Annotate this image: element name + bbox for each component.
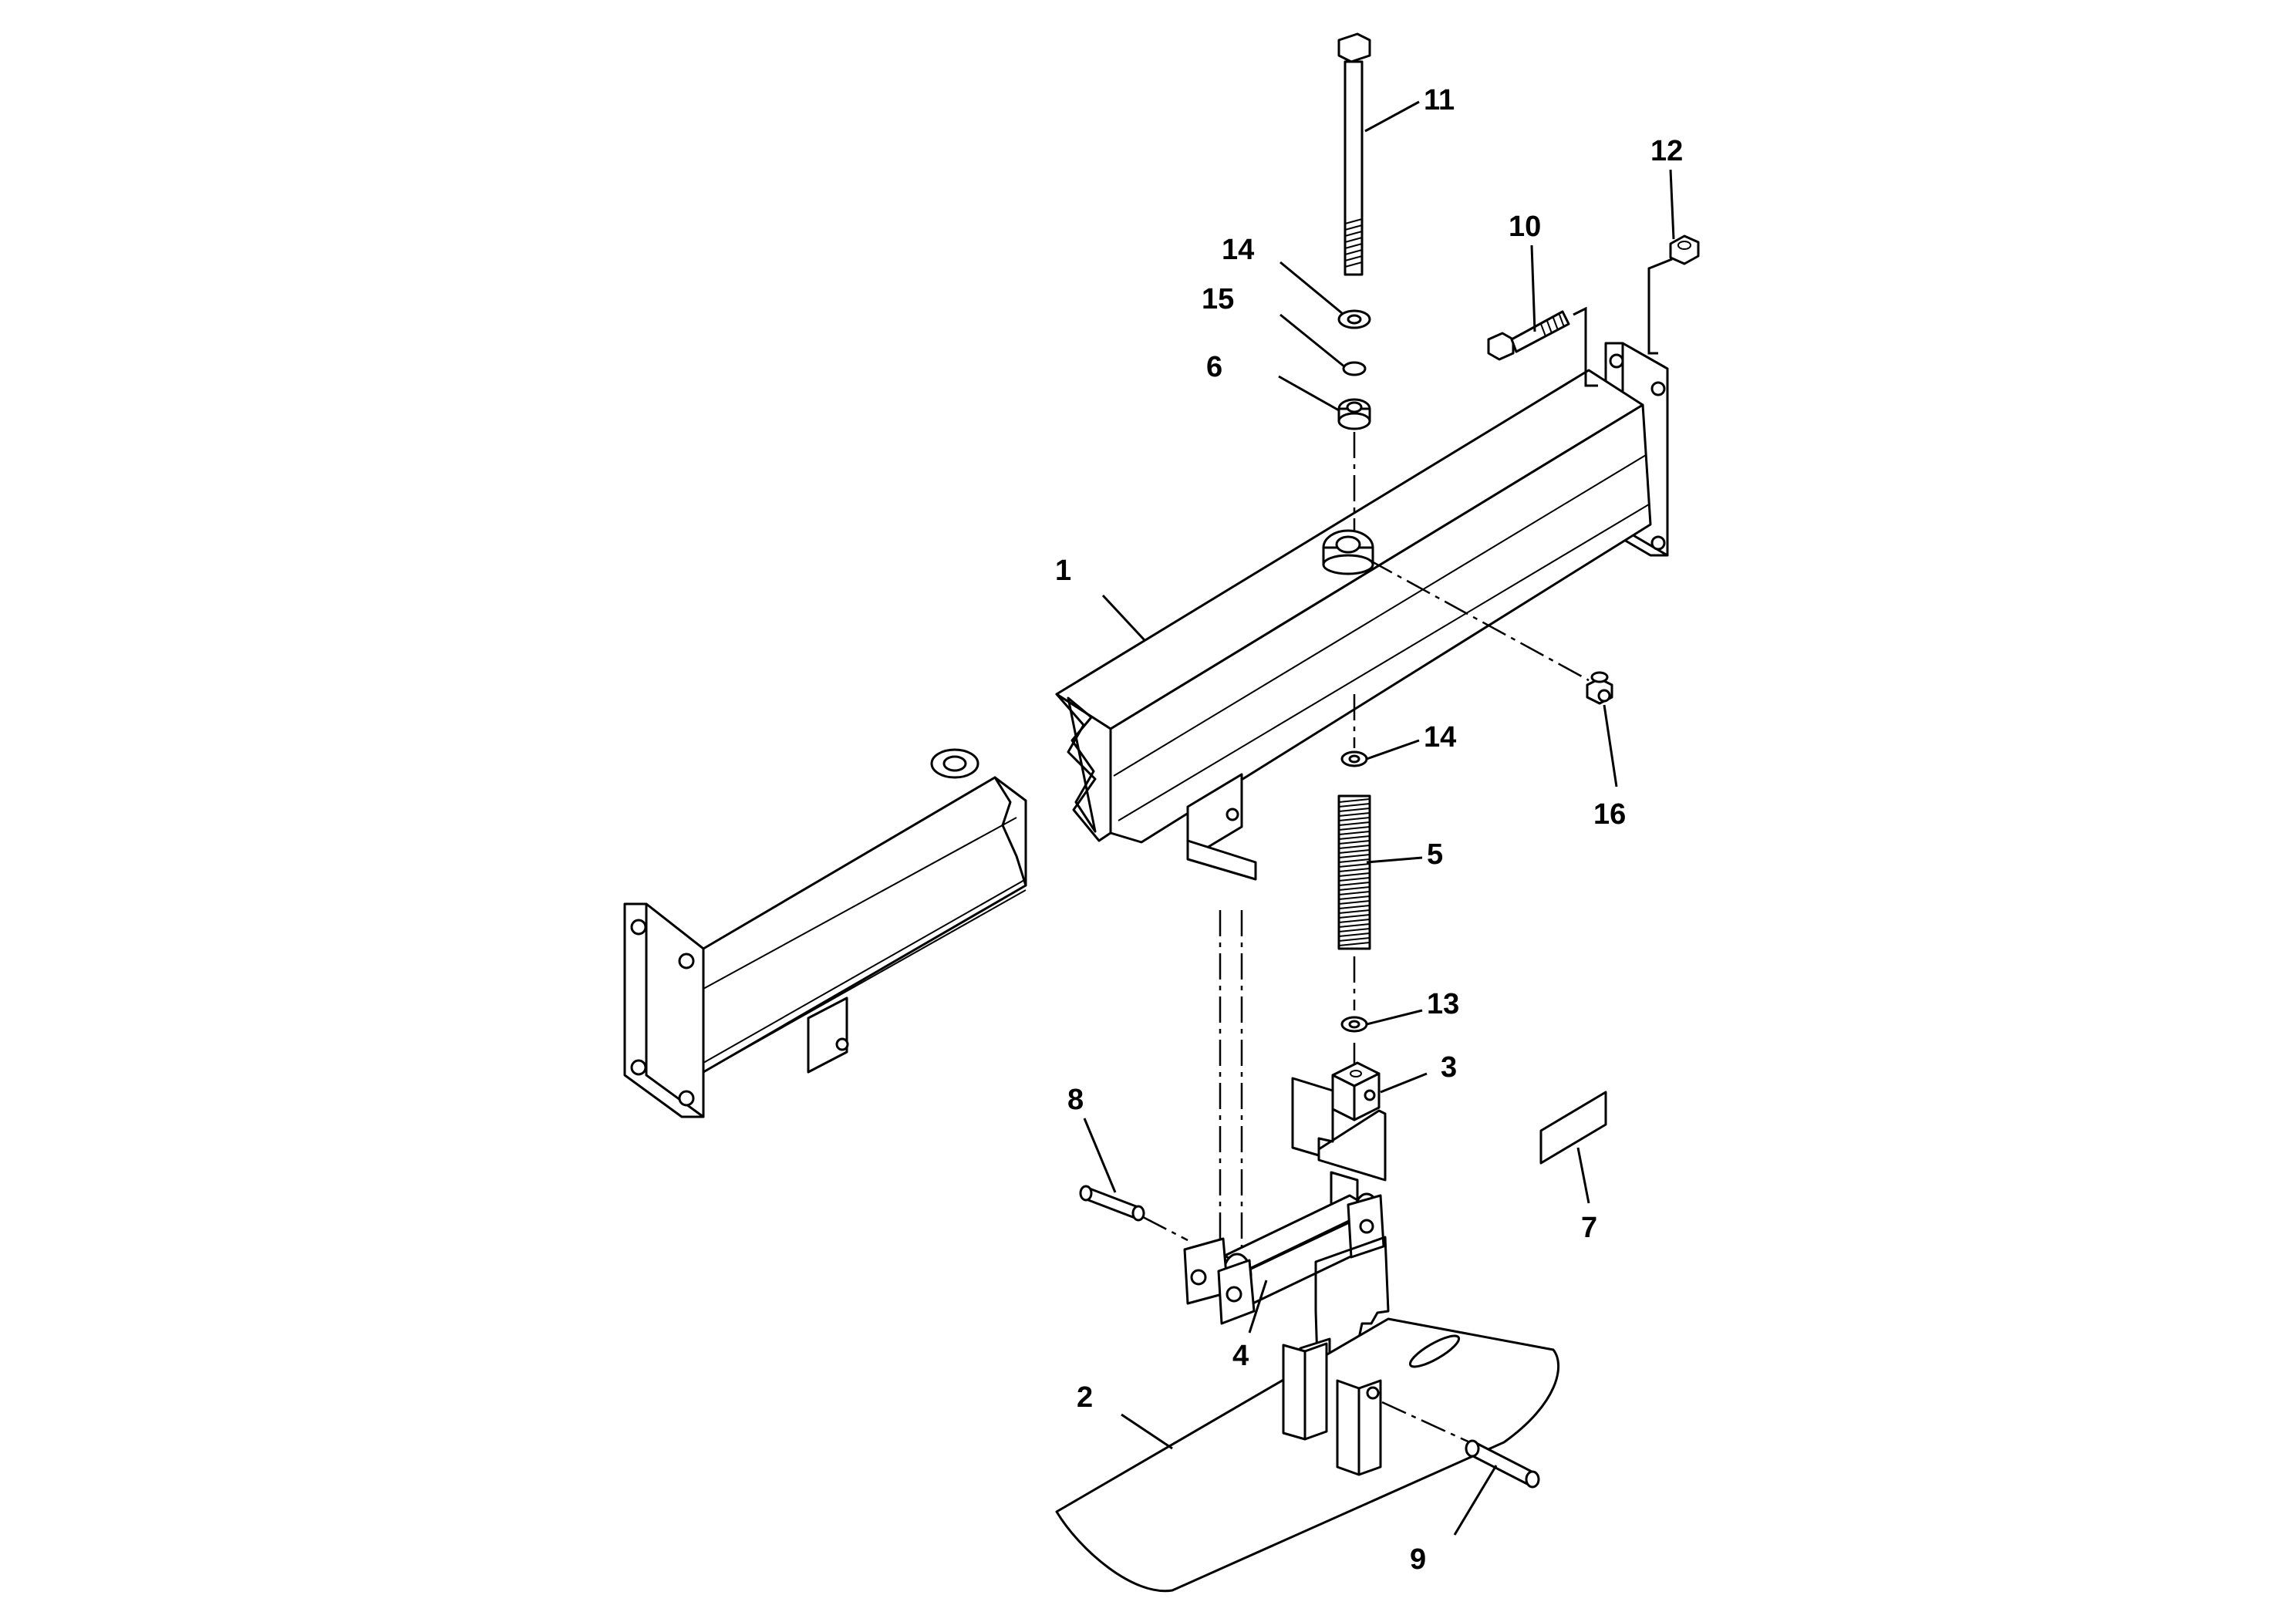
spring bbox=[1337, 794, 1371, 950]
spring-coil bbox=[1338, 803, 1371, 808]
spring-coil bbox=[1338, 812, 1371, 817]
callout-14-upper: 14 bbox=[1222, 234, 1254, 266]
callout-13: 13 bbox=[1427, 988, 1459, 1020]
decal bbox=[1539, 1091, 1607, 1165]
leader-lines bbox=[1083, 100, 1675, 1536]
spring-coil bbox=[1338, 798, 1371, 803]
spring-coil bbox=[1338, 835, 1371, 840]
spring-coil bbox=[1338, 909, 1371, 914]
nut bbox=[1337, 398, 1371, 430]
spring-coil bbox=[1338, 817, 1371, 821]
spring-coil bbox=[1338, 845, 1371, 849]
spring-coil bbox=[1338, 923, 1371, 928]
spring-coil bbox=[1338, 882, 1371, 886]
pin-9 bbox=[1465, 1439, 1540, 1489]
callout-12: 12 bbox=[1650, 135, 1683, 167]
spring-coil bbox=[1338, 937, 1371, 942]
spring-coil bbox=[1338, 826, 1371, 831]
pin-8 bbox=[1079, 1185, 1145, 1222]
shoe bbox=[1055, 1317, 1560, 1593]
side-bolt bbox=[1487, 310, 1570, 361]
spring-coil bbox=[1338, 872, 1371, 877]
callout-1: 1 bbox=[1055, 555, 1071, 587]
spring-coil bbox=[1338, 928, 1371, 932]
long-bolt bbox=[1337, 32, 1371, 276]
spring-coil bbox=[1338, 914, 1371, 919]
spring-coil bbox=[1338, 905, 1371, 909]
callout-7: 7 bbox=[1581, 1212, 1597, 1244]
upper-washer bbox=[1337, 309, 1371, 329]
spring-coil bbox=[1338, 840, 1371, 845]
spring-coil bbox=[1338, 895, 1371, 900]
spring-coil bbox=[1338, 858, 1371, 863]
spring-coil bbox=[1338, 808, 1371, 812]
spring-coil bbox=[1338, 942, 1371, 946]
spring-coil bbox=[1338, 886, 1371, 891]
spring-coil bbox=[1338, 900, 1371, 905]
callout-3: 3 bbox=[1441, 1051, 1457, 1084]
spring-coil bbox=[1338, 854, 1371, 858]
callout-11: 11 bbox=[1424, 84, 1455, 116]
spring-coil bbox=[1338, 863, 1371, 868]
spring-coil bbox=[1338, 932, 1371, 937]
spring-washer bbox=[1340, 1016, 1368, 1033]
callout-16: 16 bbox=[1593, 798, 1626, 831]
lock-washer bbox=[1342, 361, 1367, 376]
spring-block bbox=[1291, 1061, 1387, 1214]
spring-coil bbox=[1338, 891, 1371, 895]
callout-15: 15 bbox=[1202, 283, 1234, 315]
grease-fitting bbox=[1586, 671, 1613, 705]
callout-5: 5 bbox=[1427, 838, 1443, 871]
callout-8: 8 bbox=[1067, 1084, 1084, 1116]
callout-6: 6 bbox=[1206, 351, 1222, 383]
lower-washer bbox=[1340, 750, 1368, 767]
spring-coil bbox=[1338, 868, 1371, 872]
spring-coil bbox=[1338, 831, 1371, 835]
side-nut bbox=[1669, 234, 1700, 265]
callout-labels: 11 12 10 14 15 6 1 14 16 5 13 3 8 7 4 2 … bbox=[1055, 84, 1683, 1576]
left-beam-section bbox=[623, 748, 1027, 1118]
callout-14-lower: 14 bbox=[1424, 721, 1456, 754]
spring-coil bbox=[1338, 849, 1371, 854]
callout-10: 10 bbox=[1509, 211, 1541, 243]
callout-2: 2 bbox=[1077, 1381, 1093, 1414]
spring-coil bbox=[1338, 877, 1371, 882]
spring-coil bbox=[1338, 821, 1371, 826]
callout-4: 4 bbox=[1232, 1340, 1249, 1372]
spring-coil bbox=[1338, 919, 1371, 923]
main-beam bbox=[1055, 342, 1669, 881]
callout-9: 9 bbox=[1410, 1543, 1426, 1576]
